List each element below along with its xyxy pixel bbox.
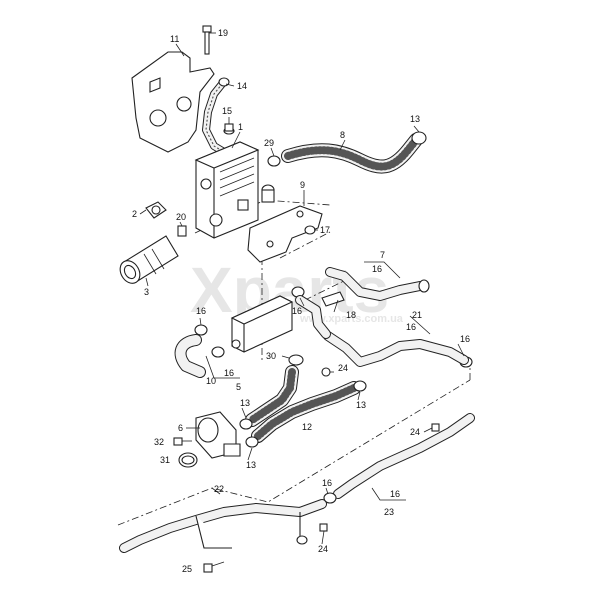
callout-22: 22 <box>214 484 224 494</box>
part-17-nut <box>304 225 316 235</box>
part-13-clamps <box>239 380 367 448</box>
part-16-clamp-lower <box>323 492 337 504</box>
callout-29: 29 <box>264 138 274 148</box>
callout-19: 19 <box>218 28 228 38</box>
part-14-pipe <box>202 77 230 156</box>
watermark-url: www.xparts.com.ua <box>299 313 404 325</box>
part-11-bracket <box>131 51 215 153</box>
part-24-nut <box>321 367 331 377</box>
callout-14: 14 <box>237 81 247 91</box>
part-21-pipe <box>295 295 469 367</box>
callout-17: 17 <box>320 225 330 235</box>
part-5-muffler <box>230 295 294 353</box>
part-19-bolt <box>202 25 212 55</box>
callout-31: 31 <box>160 455 170 465</box>
callout-5: 5 <box>236 382 241 392</box>
part-10-hose <box>174 334 206 378</box>
part-8-hose <box>281 131 427 174</box>
callout-16-h: 16 <box>390 489 400 499</box>
callout-13-d: 13 <box>356 400 366 410</box>
callout-16-g: 16 <box>322 478 332 488</box>
callout-16-d: 16 <box>460 334 470 344</box>
part-22-pipe <box>119 413 475 553</box>
part-12-hoses <box>245 365 361 443</box>
callout-16-a: 16 <box>372 264 382 274</box>
part-24-bolts-lower <box>319 423 440 532</box>
callout-24-upper: 24 <box>338 363 348 373</box>
part-18-clip <box>321 291 345 307</box>
callout-9: 9 <box>300 180 305 190</box>
callout-16-f: 16 <box>224 368 234 378</box>
part-31-ring <box>178 452 198 468</box>
part-20-clip <box>177 225 187 237</box>
callout-13-top: 13 <box>410 114 420 124</box>
callout-24-lower: 24 <box>318 544 328 554</box>
callout-1: 1 <box>238 122 243 132</box>
part-2-sensor <box>145 201 167 219</box>
callout-16-b: 16 <box>292 306 302 316</box>
callout-leaders <box>139 32 465 545</box>
callout-12: 12 <box>302 422 312 432</box>
callout-8: 8 <box>340 130 345 140</box>
part-9-bracket <box>247 205 323 263</box>
callout-32: 32 <box>154 437 164 447</box>
callout-7: 7 <box>380 250 385 260</box>
part-30-clamp <box>288 354 304 366</box>
callout-23: 23 <box>384 507 394 517</box>
callout-13-c: 13 <box>246 460 256 470</box>
callout-20: 20 <box>176 212 186 222</box>
callout-18: 18 <box>346 310 356 320</box>
callout-16-c: 16 <box>406 322 416 332</box>
callout-16-e: 16 <box>196 306 206 316</box>
callout-13-b: 13 <box>240 398 250 408</box>
part-7-pipe <box>325 267 430 301</box>
callout-21: 21 <box>412 310 422 320</box>
callout-6: 6 <box>178 423 183 433</box>
part-32-screw <box>173 437 192 446</box>
callout-2: 2 <box>132 209 137 219</box>
part-3-cylinder <box>119 235 179 284</box>
part-15-nut <box>223 123 235 135</box>
callouts: 11 19 14 15 1 13 8 29 9 2 20 17 3 7 16 1… <box>132 28 470 574</box>
callout-11: 11 <box>170 34 179 44</box>
callout-24-mid: 24 <box>410 427 420 437</box>
callout-30: 30 <box>266 351 276 361</box>
callout-3: 3 <box>144 287 149 297</box>
callout-10: 10 <box>206 376 216 386</box>
callout-25: 25 <box>182 564 192 574</box>
part-6-pump <box>195 411 241 459</box>
callout-15: 15 <box>222 106 232 116</box>
part-29-clamp <box>261 155 281 203</box>
part-1-heater-unit <box>194 141 260 239</box>
part-25-bolt <box>203 561 225 573</box>
